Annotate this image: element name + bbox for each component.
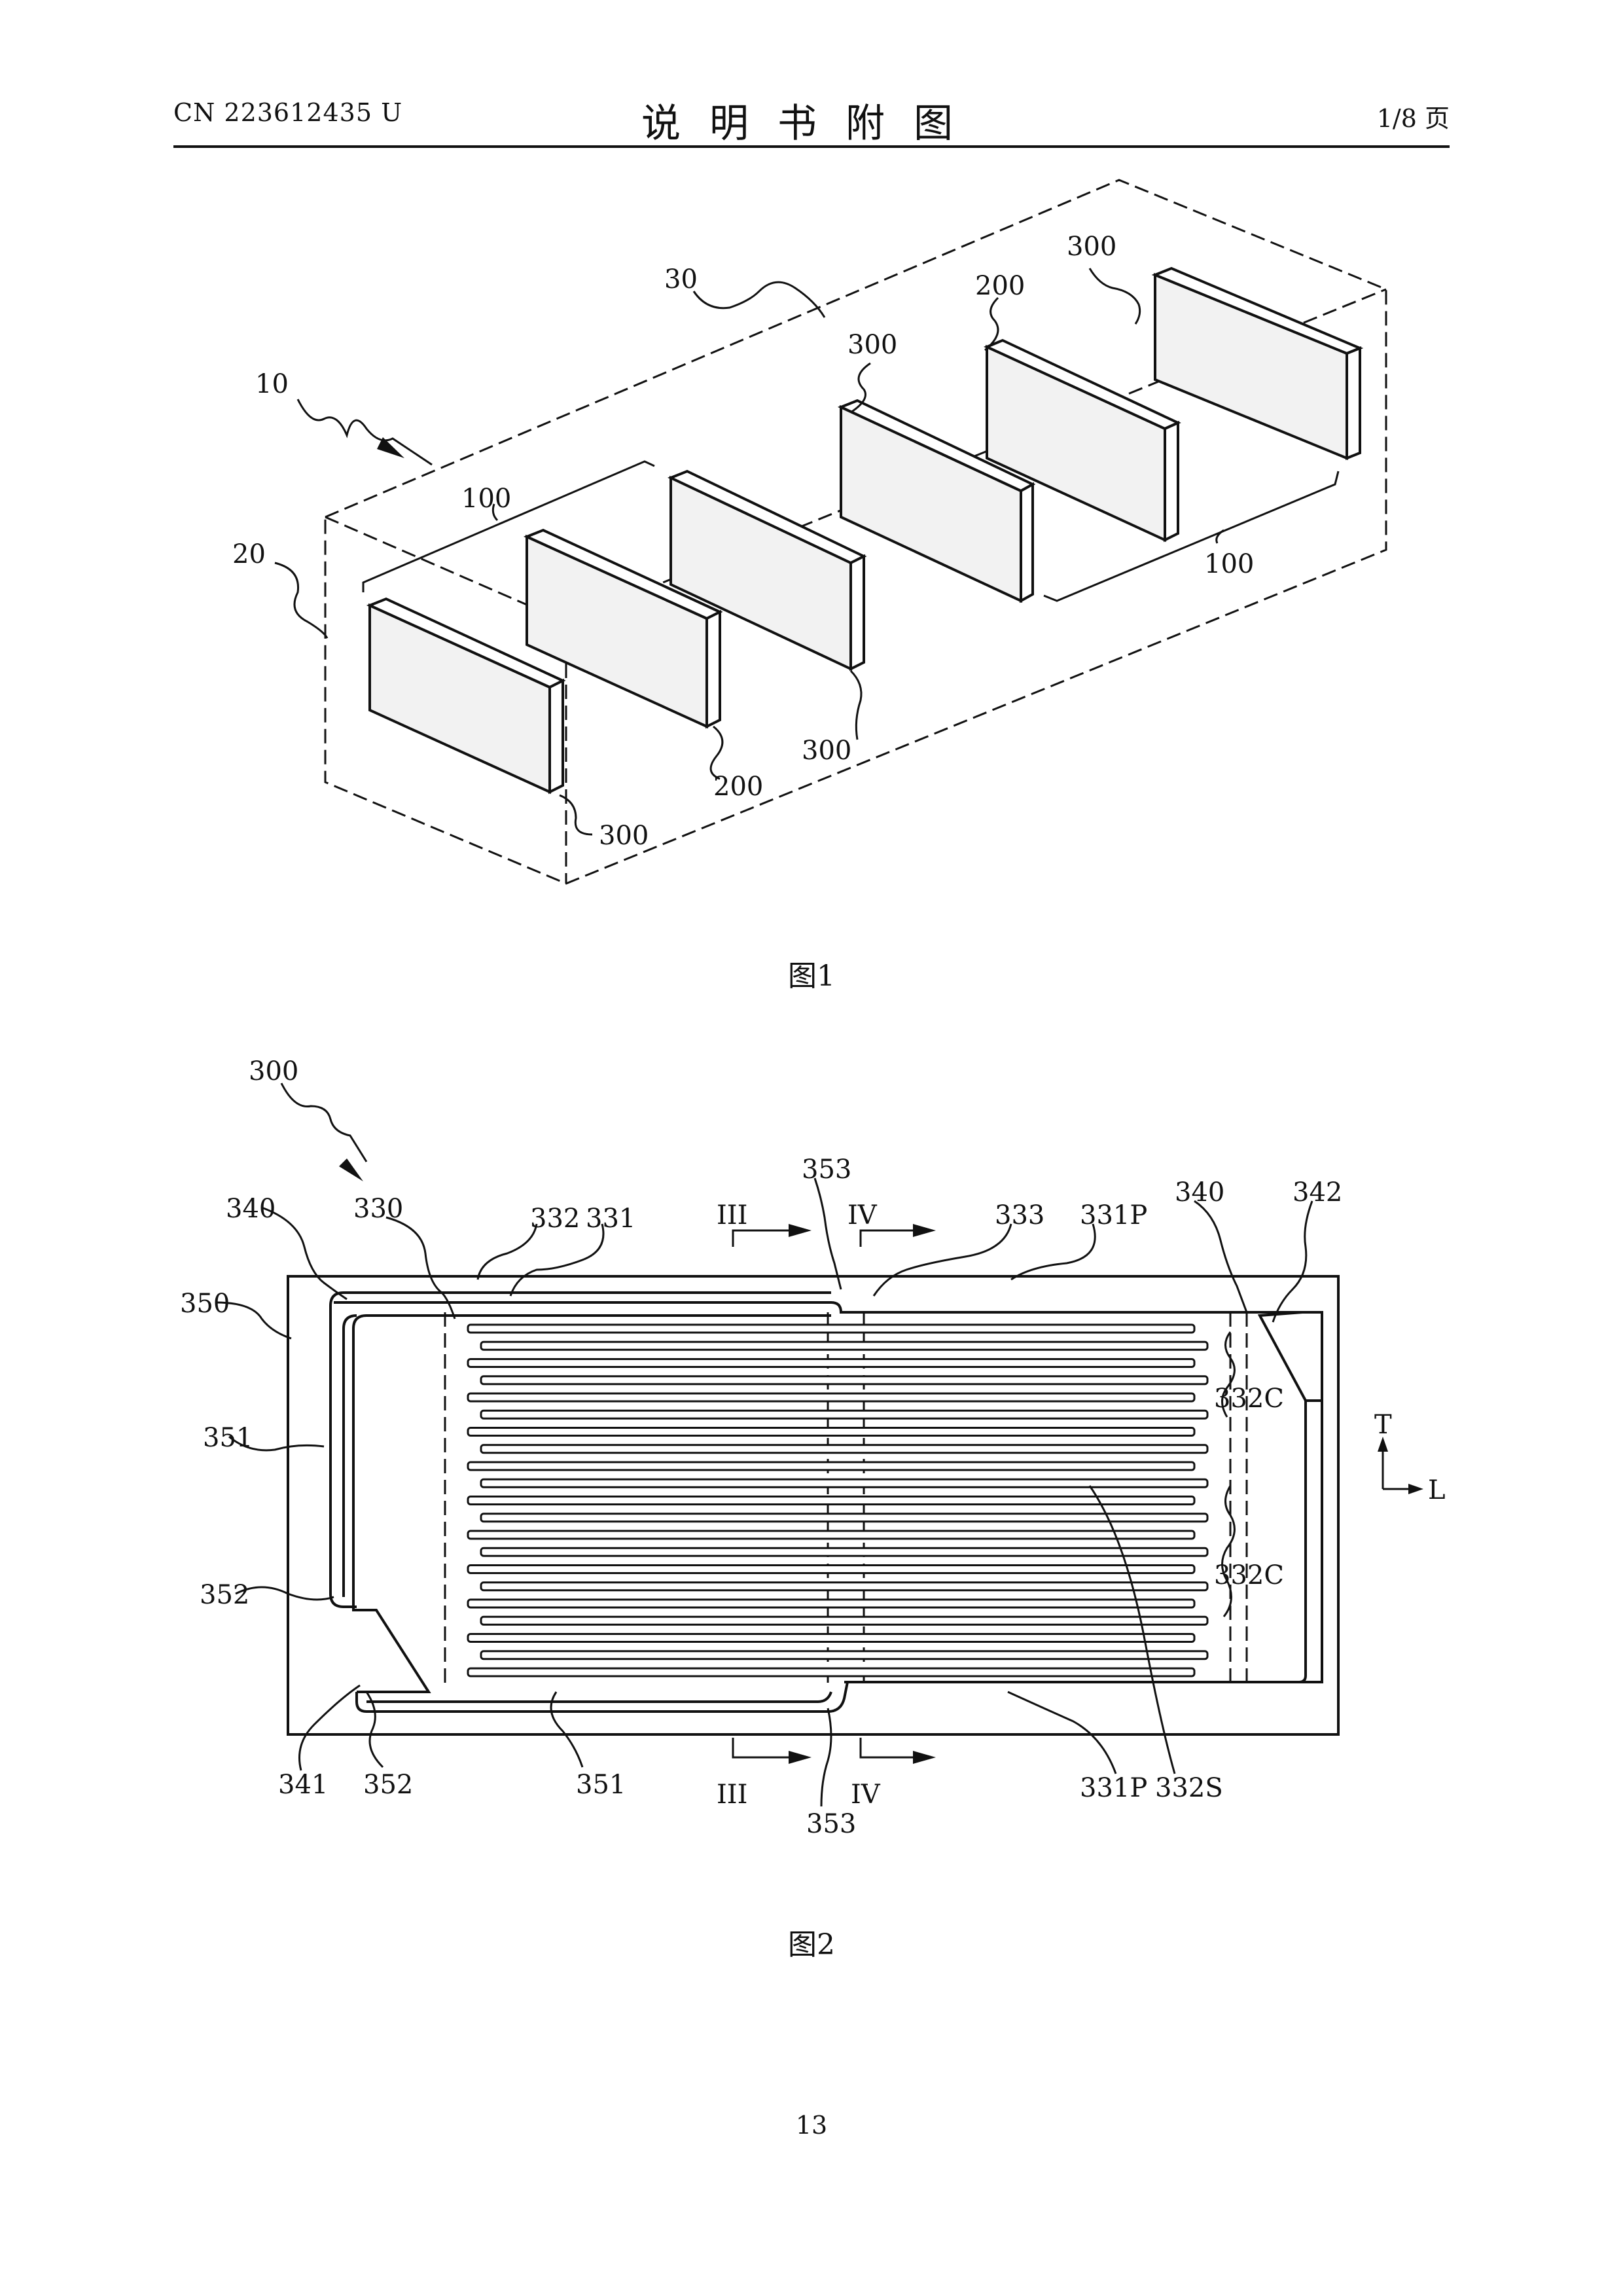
label-200-bottom: 200 [713,772,763,802]
leader-300-top-right [1090,268,1140,324]
finger-electrode [481,1548,1207,1556]
leader-352-bottom [366,1692,383,1767]
leader-332S [1090,1486,1175,1774]
finger-electrode [468,1634,1194,1642]
label-340-right: 340 [1175,1177,1224,1208]
finger-electrode [481,1445,1207,1453]
label-331: 331 [586,1204,635,1234]
electrode-331-top-edge [334,1302,844,1312]
label-10: 10 [255,369,289,399]
label-330: 330 [353,1194,403,1224]
leader-300-fig2 [281,1083,366,1162]
finger-electrode [481,1342,1207,1350]
label-200-top: 200 [975,271,1025,301]
label-353-bottom: 353 [806,1809,856,1839]
label-351-bottom: 351 [576,1770,626,1800]
label-300-fig2: 300 [249,1056,298,1086]
electrode-351-bottom-inner [366,1692,831,1702]
label-340-left: 340 [226,1194,276,1224]
leader-353-bottom [821,1708,831,1806]
leader-20 [275,563,327,638]
leader-333 [874,1224,1011,1296]
label-30: 30 [664,264,698,295]
leader-331P-bottom [1008,1692,1116,1774]
page-number: 13 [0,2111,1623,2140]
electrode-351-bottom [357,1682,847,1712]
leader-353-top [815,1178,841,1289]
label-352-left: 352 [200,1580,249,1610]
figure2-caption: 图2 [713,1921,910,1963]
finger-electrode [468,1462,1194,1470]
label-341: 341 [278,1770,328,1800]
leader-100-right [1217,530,1224,543]
finger-electrode [468,1600,1194,1607]
label-352-bottom: 352 [363,1770,413,1800]
leader-342 [1273,1201,1312,1322]
label-331P-bottom: 331P [1080,1773,1147,1803]
figure2-drawing: 300 340 330 332 331 III 353 IV 333 331P … [180,1056,1446,1839]
label-342: 342 [1293,1177,1342,1208]
label-332C-top: 332C [1214,1384,1284,1414]
finger-electrode [468,1531,1194,1539]
finger-electrode [481,1410,1207,1418]
finger-electrode [481,1651,1207,1659]
finger-electrode [481,1583,1207,1590]
finger-electrode [468,1566,1194,1573]
label-100-right: 100 [1204,549,1254,579]
leader-332C-bottom [1222,1486,1235,1617]
arrow-300-fig2 [339,1158,363,1181]
figure1-caption: 图1 [713,952,910,994]
section-arrow-III-bottom [733,1738,812,1764]
label-III-top: III [717,1200,747,1230]
finger-electrode [468,1393,1194,1401]
label-300-bottom: 300 [802,736,851,766]
leader-340-right [1194,1201,1247,1312]
leader-300-bottom [851,671,861,740]
finger-electrode [468,1428,1194,1436]
finger-electrode [481,1617,1207,1624]
label-axis-T: T [1374,1410,1392,1440]
label-331P-top: 331P [1080,1200,1147,1230]
label-350: 350 [180,1289,230,1319]
label-III-bottom: III [717,1780,747,1810]
finger-electrode [481,1479,1207,1487]
label-332: 332 [530,1204,580,1234]
label-IV-top: IV [847,1200,878,1230]
label-332C-bottom: 332C [1214,1560,1284,1590]
finger-electrode [468,1497,1194,1505]
label-332S: 332S [1155,1773,1223,1803]
finger-electrodes-332 [468,1325,1207,1676]
leader-351-bottom [551,1692,582,1767]
leader-331 [510,1224,603,1296]
label-351-left: 351 [203,1423,253,1453]
label-100-left: 100 [461,484,511,514]
leader-331P-top [1011,1224,1095,1280]
label-300-top: 300 [847,330,897,360]
direction-axes [1378,1437,1423,1494]
finger-electrode [468,1325,1194,1333]
label-333: 333 [995,1200,1044,1230]
leader-352-left [236,1587,334,1600]
label-IV-bottom: IV [851,1780,881,1810]
housing-outline [325,180,1386,884]
label-300-top-right: 300 [1067,232,1116,262]
label-353-top: 353 [802,1155,851,1185]
finger-electrode [468,1359,1194,1367]
leader-332 [478,1224,537,1280]
leader-30 [694,282,825,317]
figure1-drawing: 10 20 30 100 100 200 200 300 300 300 300 [232,180,1386,884]
leader-10 [298,399,432,465]
label-20: 20 [232,539,266,569]
label-axis-L: L [1428,1475,1446,1505]
leader-300-lower [560,795,592,834]
label-300-lower: 300 [599,821,649,851]
section-arrow-IV-bottom [861,1738,936,1764]
plate-300-rear [1155,268,1360,458]
finger-electrode [481,1376,1207,1384]
leader-200-bottom [711,726,722,779]
leader-341 [300,1685,361,1770]
finger-electrode [468,1668,1194,1676]
finger-electrode [481,1514,1207,1522]
